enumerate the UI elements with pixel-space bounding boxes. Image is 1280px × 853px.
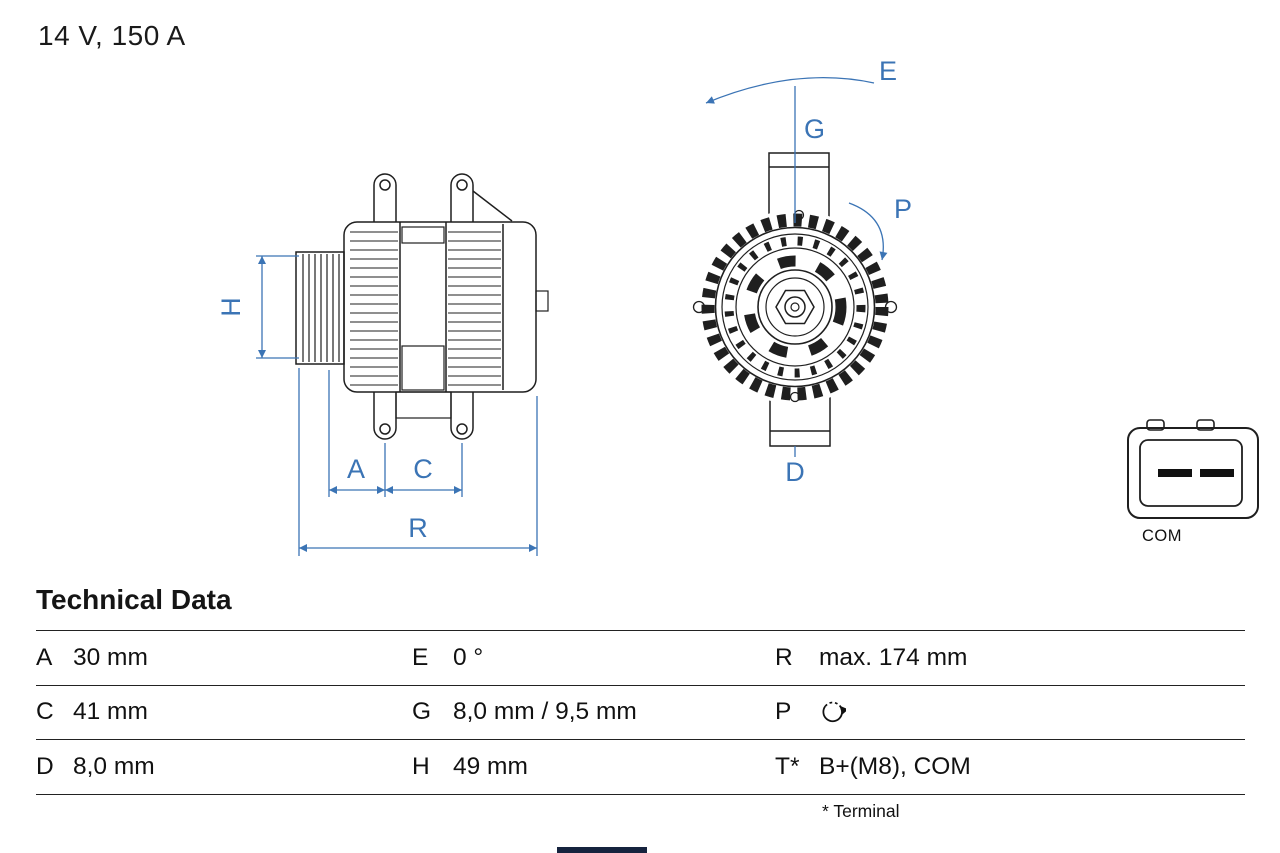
alternator-technical-drawing: H A C R [216,56,1259,556]
bottom-mounting-lugs [373,391,474,440]
param-key: C [36,698,54,726]
param-key: D [36,752,54,780]
rotation-direction-icon [822,701,846,723]
param-key: E [412,643,429,671]
label-c: C [413,454,433,484]
angle-arc-e [705,77,875,104]
param-key: H [412,752,430,780]
connector-drawing [1127,419,1259,519]
technical-data-table: A 30 mm E 0 ° R max. 174 mm C 41 mm G 8,… [36,630,1245,795]
center-hub [757,269,833,345]
table-row: C 41 mm G 8,0 mm / 9,5 mm P [36,686,1245,740]
side-view-dimensions [256,255,538,556]
label-r: R [408,513,428,543]
param-key: A [36,643,53,671]
param-key: R [775,643,793,671]
alternator-body [343,221,549,393]
dimension-h [256,255,299,359]
side-view-drawing [295,173,549,440]
param-value: 8,0 mm [73,752,155,780]
param-value: 30 mm [73,643,148,671]
technical-data-heading: Technical Data [36,584,232,615]
label-a: A [347,454,365,484]
front-view-annotations [705,77,888,457]
dimension-r [298,368,538,556]
rotation-arrow-p [848,202,888,261]
param-value: B+(M8), COM [819,752,971,780]
connector-pin [1200,469,1234,477]
label-e: E [879,56,897,86]
hex-nut [775,289,815,325]
label-h: H [216,297,246,317]
voltage-current-rating: 14 V, 150 A [38,20,186,51]
pulley [295,251,345,365]
screen-edge-artifact [557,847,647,853]
param-value: 0 ° [453,643,484,671]
terminal-footnote: * Terminal [822,801,900,821]
top-bracket [768,152,830,222]
param-value: 41 mm [73,698,148,726]
connector-pin [1158,469,1192,477]
label-d: D [785,457,805,487]
front-view-drawing [692,152,898,447]
param-value: 49 mm [453,752,528,780]
param-value-rotation [819,698,1245,726]
top-mounting-lugs [373,173,513,222]
param-value: 8,0 mm / 9,5 mm [453,698,637,726]
param-key: P [775,698,792,726]
label-p: P [894,194,912,224]
param-key: G [412,698,432,726]
connector-label: COM [1142,527,1182,545]
label-g: G [804,114,825,144]
table-row: A 30 mm E 0 ° R max. 174 mm [36,631,1245,686]
param-value: max. 174 mm [819,643,968,671]
table-row: D 8,0 mm H 49 mm T* B+(M8), COM [36,740,1245,795]
technical-drawing-area: H A C R [216,56,1259,556]
param-key: T* [775,752,800,780]
dimension-a-c [328,370,463,497]
